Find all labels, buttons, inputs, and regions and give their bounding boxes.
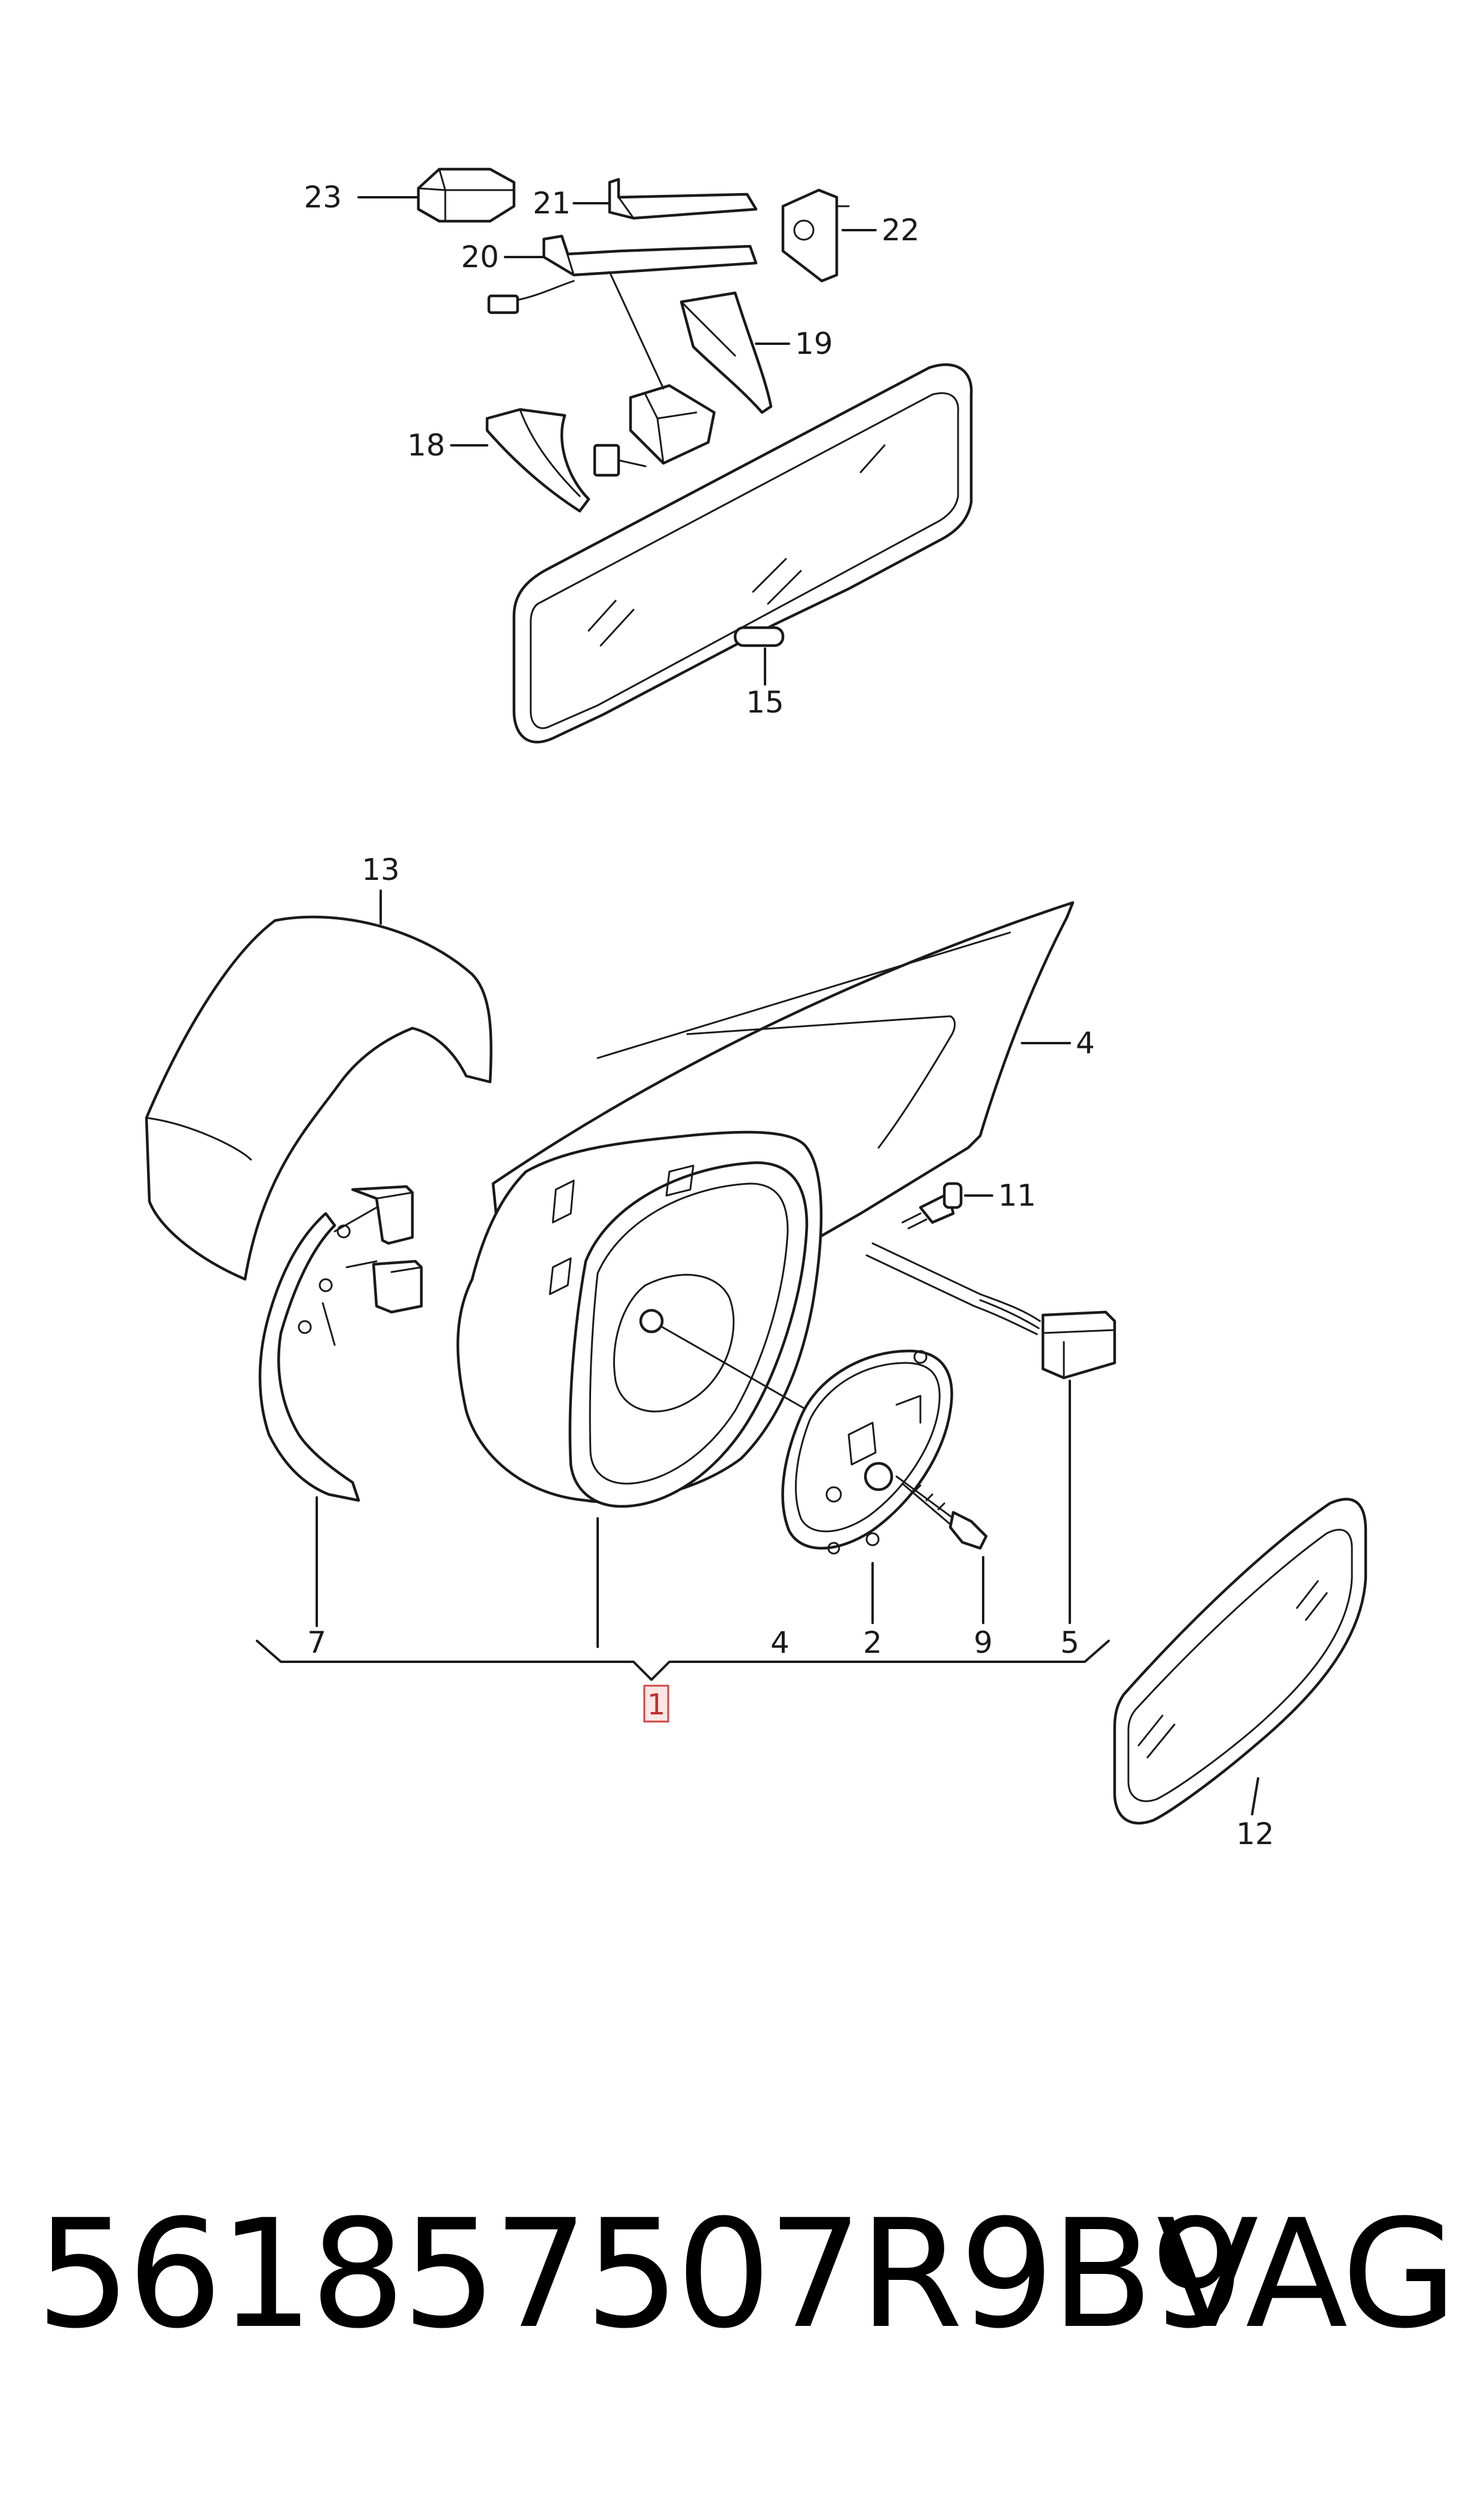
interior-mirror-assembly [357,167,973,744]
callout-18: 18 [407,428,445,463]
callout-19: 19 [795,326,833,361]
callout-23: 23 [304,180,342,215]
part-1-mirror-housing [456,1130,823,1648]
callout-4-lower: 4 [770,1625,790,1660]
part-20-harness [487,234,758,314]
callout-15: 15 [746,685,784,720]
callout-2: 2 [863,1625,882,1660]
part-2-adjustment-motor [781,1349,953,1624]
callout-7: 7 [307,1625,326,1660]
brand-text: VAG [1156,2187,1457,2361]
callout-labels: 23 21 22 20 19 18 15 13 4 11 7 4 2 9 5 1… [304,180,1274,1851]
part-23-sensor [357,167,516,223]
callout-13: 13 [362,852,400,887]
part-19-curved-trim [680,291,790,414]
exterior-mirror-assembly [145,889,1367,1825]
part-12-mirror-glass [1113,1497,1367,1825]
part-11-bolt [901,1182,993,1230]
callout-4-upper: 4 [1076,1026,1095,1060]
part-13-mirror-cap [145,889,492,1281]
callout-22: 22 [882,213,920,247]
callout-5: 5 [1060,1625,1079,1660]
mirror-mount-base [608,271,716,465]
callout-9: 9 [974,1625,993,1660]
part-22-bracket [781,188,877,283]
callout-11: 11 [998,1178,1036,1213]
callout-12: 12 [1236,1817,1274,1851]
part-21-cover-strip [573,178,758,220]
part-7-harness-bracket [258,1185,423,1627]
part-number-text: 561857507R9B9 [36,2187,1245,2361]
part-18-curved-trim [450,408,647,513]
callout-1-highlight[interactable]: 1 [643,1685,669,1723]
group-bracket-part-1 [256,1640,1110,1681]
part-15-mirror-body [512,363,973,744]
part-5-cable-connector [865,1242,1116,1624]
part-9-screw [895,1475,988,1624]
callout-1: 1 [647,1688,666,1722]
callout-21: 21 [533,186,571,221]
callout-20: 20 [461,240,499,274]
